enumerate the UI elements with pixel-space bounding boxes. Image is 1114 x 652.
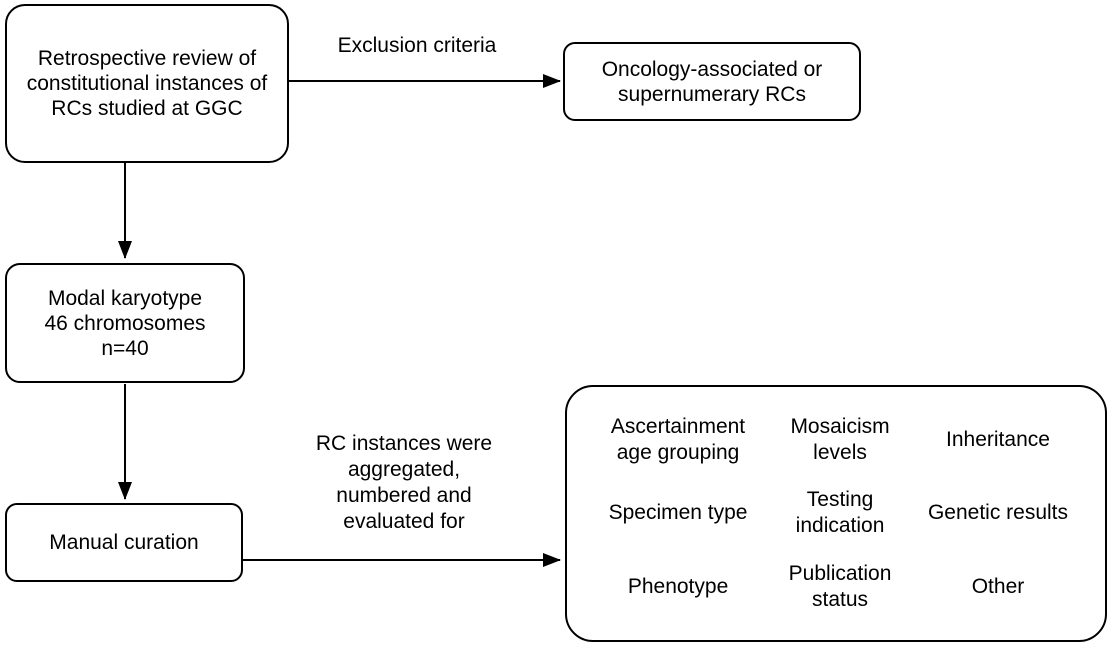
- curation-process-label: RC instances were aggregated, numbered a…: [315, 432, 493, 533]
- box-manual-curation: Manual curation: [5, 503, 243, 582]
- category-inheritance: Inheritance: [946, 427, 1050, 451]
- category-other: Other: [971, 575, 1025, 599]
- category-mosaicism-levels: Mosaicism levels: [790, 414, 890, 464]
- box-modal-karyotype: Modal karyotype 46 chromosomes n=40: [5, 263, 245, 383]
- category-genetic-results: Genetic results: [927, 501, 1069, 525]
- box-oncology-excluded: Oncology-associated or supernumerary RCs: [563, 42, 861, 121]
- category-specimen-type: Specimen type: [608, 501, 748, 525]
- box-curation-categories: Ascertainment age grouping Mosaicism lev…: [565, 385, 1107, 642]
- category-ascertainment-age-grouping: Ascertainment age grouping: [610, 414, 746, 464]
- exclusion-criteria-label: Exclusion criteria: [337, 34, 497, 57]
- category-testing-indication: Testing indication: [795, 488, 885, 538]
- box-retrospective-review: Retrospective review of constitutional i…: [5, 4, 289, 163]
- category-phenotype: Phenotype: [627, 575, 729, 599]
- category-publication-status: Publication status: [788, 562, 892, 612]
